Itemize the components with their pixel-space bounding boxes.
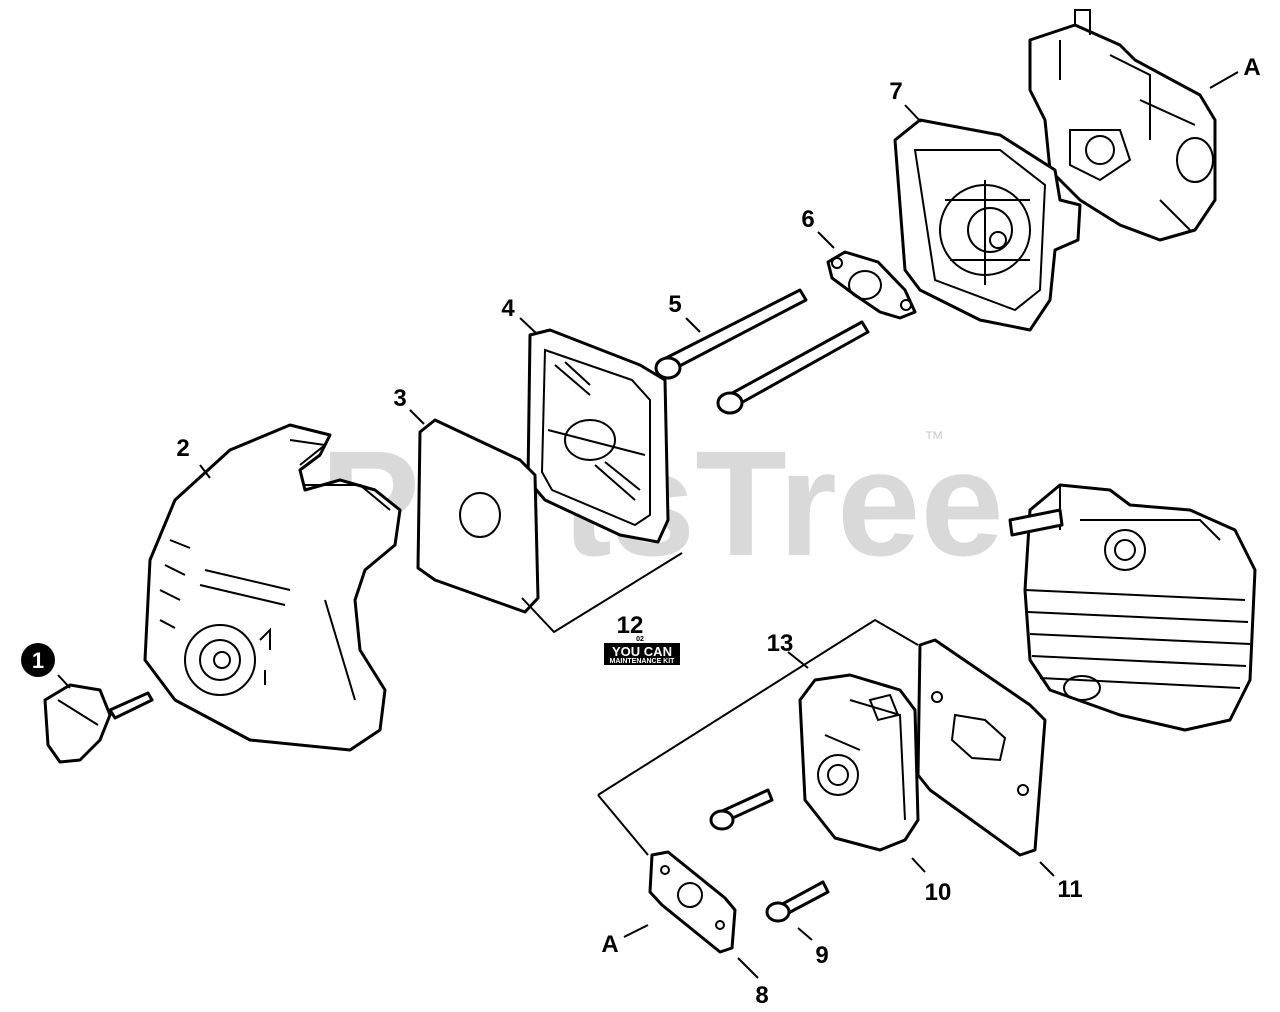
kit-badge-title: YOU CAN (612, 644, 672, 659)
callout-9-label: 9 (815, 942, 828, 969)
screw-part-9 (709, 788, 830, 923)
callout-1: 1 (21, 643, 55, 677)
callout-11-label: 11 (1057, 876, 1082, 903)
callout-a-top-label: A (1243, 54, 1260, 81)
leader-lines (57, 71, 1239, 979)
callout-4-label: 4 (501, 295, 515, 322)
callout-2-label: 2 (176, 435, 189, 462)
callout-12-label: 12 (617, 612, 644, 639)
insulator-part (798, 673, 920, 852)
callout-6-label: 6 (801, 206, 814, 233)
callout-8-label: 8 (755, 982, 768, 1009)
gasket-part-11 (916, 638, 1047, 857)
callout-10-label: 10 (925, 879, 952, 906)
callout-a-bottom-label: A (601, 931, 618, 958)
knob-part (43, 683, 154, 764)
carburetor-part (1028, 9, 1217, 242)
plate-part (826, 250, 917, 320)
callout-13-label: 13 (767, 630, 794, 657)
air-filter-base-part (893, 118, 1082, 332)
cylinder-part (1008, 483, 1257, 732)
watermark-trademark: ™ (924, 428, 944, 450)
bolt-part-5 (654, 288, 870, 415)
callout-3-label: 3 (393, 385, 406, 412)
maintenance-kit-badge: YOU CAN MAINTENANCE KIT 02 (604, 636, 680, 665)
kit-badge-small: 02 (636, 636, 644, 643)
filter-foam-part (416, 418, 540, 614)
callout-1-label: 1 (32, 648, 44, 673)
callout-5-label: 5 (668, 291, 681, 318)
gasket-part-8 (648, 850, 737, 954)
callout-7-label: 7 (889, 78, 902, 105)
kit-badge-subtitle: MAINTENANCE KIT (610, 658, 676, 665)
air-cleaner-cover-part (143, 423, 402, 752)
